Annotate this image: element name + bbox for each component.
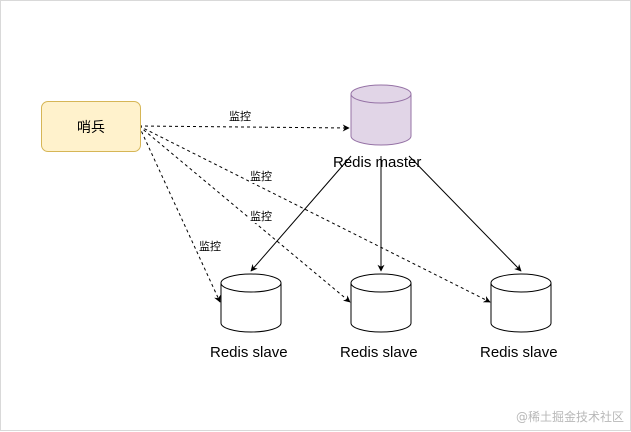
monitor-edge-master <box>138 124 350 132</box>
slave-label-3: Redis slave <box>480 344 558 361</box>
slave-cylinder-icon-1[interactable] <box>220 273 282 333</box>
replication-edge-slave-3 <box>408 155 522 272</box>
edge-label-monitor-master: 监控 <box>228 110 252 123</box>
master-label: Redis master <box>333 154 422 171</box>
sentinel-label: 哨兵 <box>77 119 105 136</box>
slave-label-2: Redis slave <box>340 344 418 361</box>
monitor-edge-slave-3 <box>138 125 491 303</box>
slave-cylinder-icon-3[interactable] <box>490 273 552 333</box>
replication-edge-slave-1 <box>250 155 352 272</box>
slave-cylinder-icon-2[interactable] <box>350 273 412 333</box>
edge-label-monitor-slave-2: 监控 <box>249 210 273 223</box>
master-cylinder-icon[interactable] <box>350 84 412 146</box>
slave-label-1: Redis slave <box>210 344 288 361</box>
edge-label-monitor-slave-3: 监控 <box>249 170 273 183</box>
monitor-edge-slave-2 <box>138 125 351 303</box>
edge-label-monitor-slave-1: 监控 <box>198 240 222 253</box>
sentinel-node[interactable]: 哨兵 <box>41 101 141 152</box>
monitor-edge-slave-1 <box>138 125 221 303</box>
watermark: @稀土掘金技术社区 <box>515 410 624 424</box>
